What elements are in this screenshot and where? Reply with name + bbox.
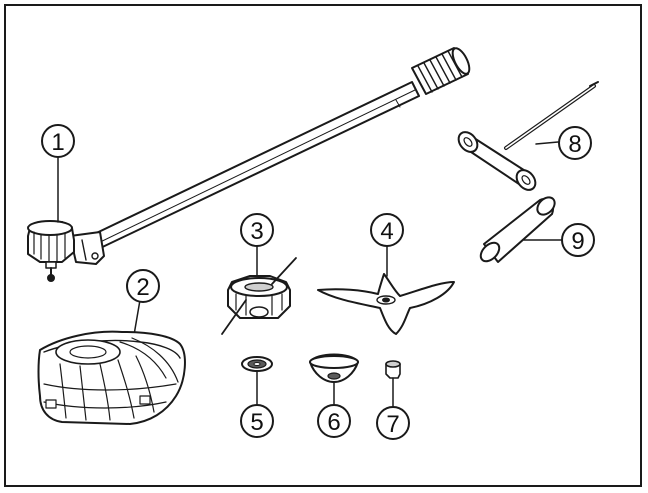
tube-spanner-icon bbox=[479, 196, 563, 263]
callout-3: 3 bbox=[240, 213, 274, 247]
callout-1: 1 bbox=[41, 124, 75, 158]
washer-icon bbox=[241, 356, 273, 405]
guard-icon bbox=[37, 299, 186, 425]
callout-9: 9 bbox=[561, 223, 595, 257]
t-wrench-icon bbox=[457, 81, 599, 191]
callout-label: 6 bbox=[327, 409, 340, 436]
trimmer-head-icon bbox=[221, 245, 297, 335]
callout-label: 5 bbox=[250, 409, 263, 436]
callout-label: 8 bbox=[568, 131, 581, 158]
callout-label: 2 bbox=[136, 274, 149, 301]
callout-7: 7 bbox=[376, 406, 410, 440]
callout-2: 2 bbox=[126, 269, 160, 303]
callout-label: 7 bbox=[386, 411, 399, 438]
callout-label: 3 bbox=[250, 218, 263, 245]
callout-6: 6 bbox=[317, 404, 351, 438]
nut-icon bbox=[385, 360, 401, 407]
three-tooth-blade-icon bbox=[317, 245, 455, 335]
callout-5: 5 bbox=[240, 404, 274, 438]
cup-washer-icon bbox=[309, 353, 359, 405]
motor-head-icon bbox=[27, 47, 471, 282]
callout-4: 4 bbox=[370, 213, 404, 247]
callout-label: 1 bbox=[51, 129, 64, 156]
callout-label: 4 bbox=[380, 218, 393, 245]
callouts: 1 2 3 4 5 6 7 bbox=[41, 124, 595, 440]
callout-label: 9 bbox=[571, 228, 584, 255]
callout-8: 8 bbox=[558, 126, 592, 160]
